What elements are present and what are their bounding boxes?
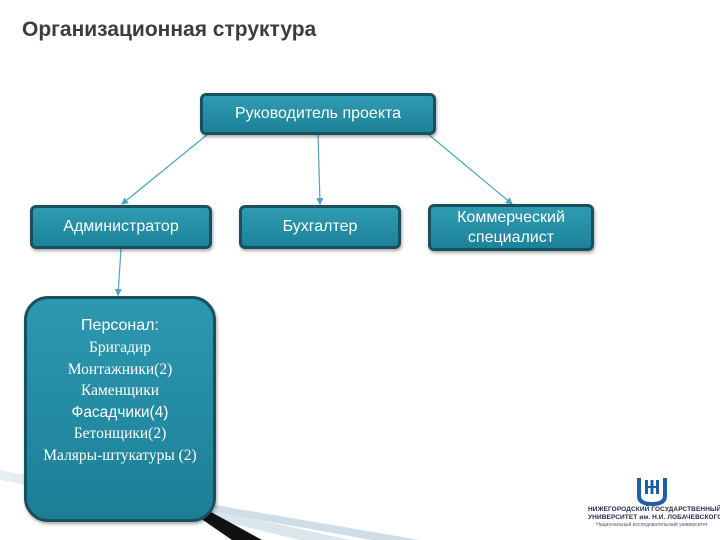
university-logo: НИЖЕГОРОДСКИЙ ГОСУДАРСТВЕННЫЙ УНИВЕРСИТЕ… [588, 476, 720, 538]
node-staff: Персонал: Бригадир Монтажники(2) Каменщи… [24, 296, 216, 522]
staff-item: Фасадчики(4) [71, 403, 169, 421]
connector-admin-staff [114, 248, 122, 297]
node-project-manager-label: Руководитель проекта [234, 105, 402, 122]
node-accountant: Бухгалтер [239, 205, 401, 249]
node-administrator-label: Администратор [63, 218, 179, 235]
staff-item: Монтажники(2) [67, 360, 173, 378]
connector-head-commercial [427, 133, 513, 205]
staff-item: Каменщики [80, 382, 160, 399]
node-administrator: Администратор [30, 205, 212, 249]
page-title: Организационная структура [22, 18, 317, 41]
node-commercial-specialist-label: Коммерческий специалист [457, 208, 565, 246]
logo-text-line2: УНИВЕРСИТЕТ им. Н.И. ЛОБАЧЕВСКОГО [588, 514, 720, 521]
connector-head-admin [121, 133, 209, 205]
node-commercial-specialist: Коммерческий специалист [428, 204, 594, 251]
staff-list: Бригадир Монтажники(2) Каменщики Фасадчи… [27, 337, 213, 466]
connector-head-accountant [316, 133, 324, 206]
staff-item: Бригадир [88, 339, 152, 356]
node-accountant-label: Бухгалтер [282, 218, 358, 235]
logo-text-line3: Национальный исследовательский университ… [596, 522, 708, 528]
staff-title: Персонал: [81, 317, 159, 334]
staff-item: Бетонщики(2) [73, 425, 167, 442]
logo-text-line1: НИЖЕГОРОДСКИЙ ГОСУДАРСТВЕННЫЙ [588, 506, 720, 513]
staff-item: Маляры-штукатуры (2) [43, 446, 197, 464]
node-project-manager: Руководитель проекта [200, 93, 436, 135]
university-emblem-icon [637, 478, 667, 506]
